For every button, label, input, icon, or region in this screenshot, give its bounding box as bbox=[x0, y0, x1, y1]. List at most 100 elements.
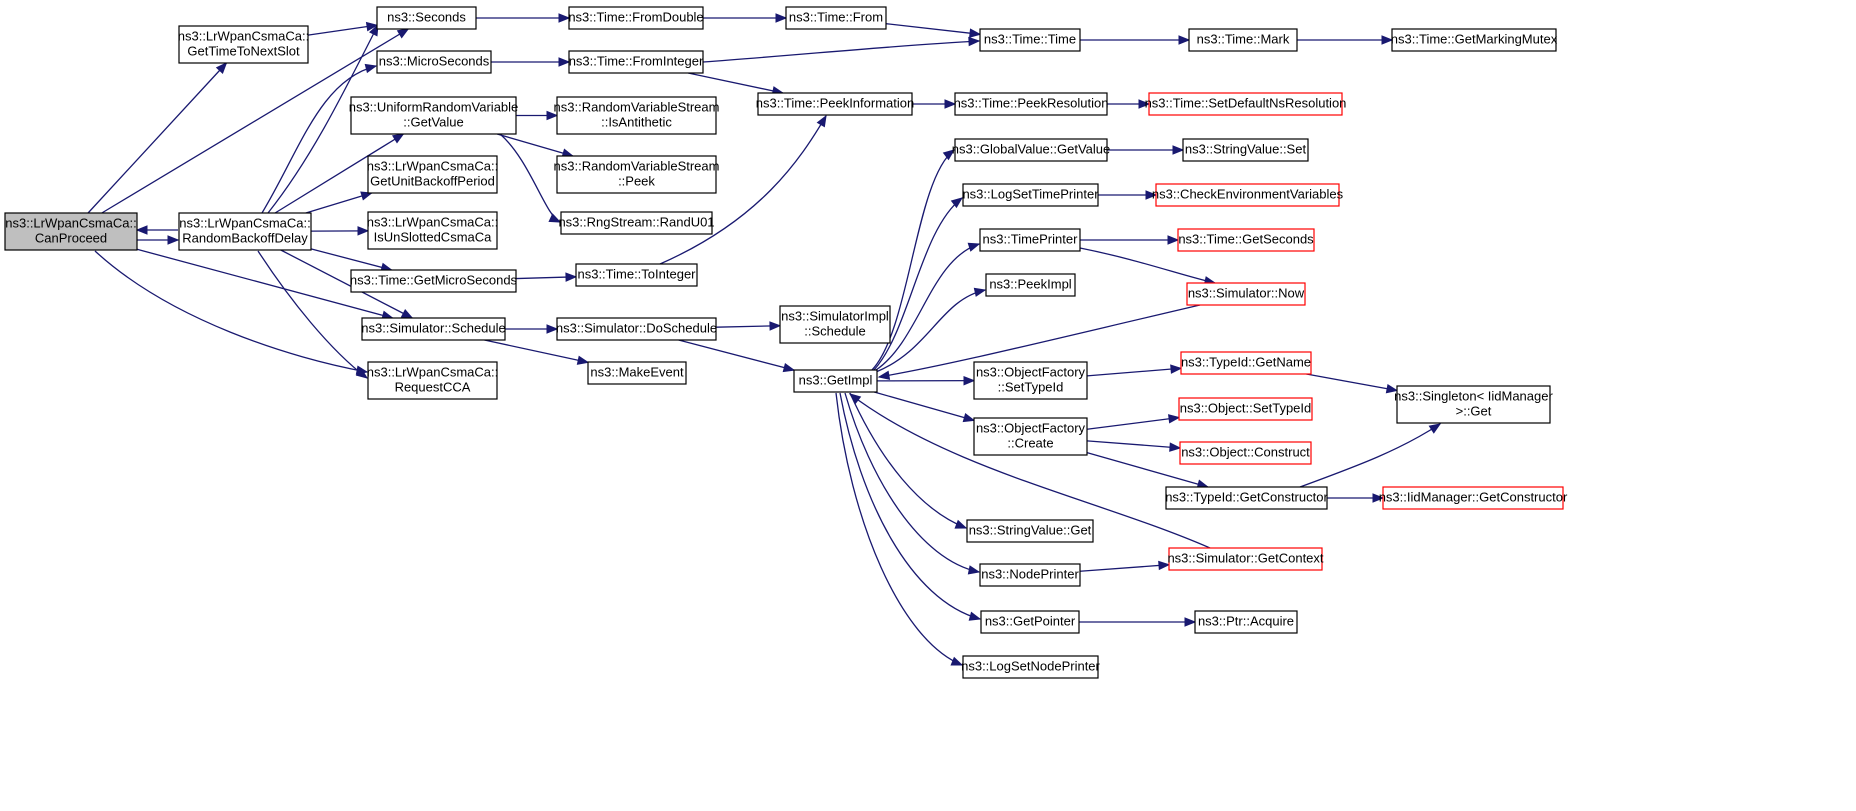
node-logsettimeprinter[interactable]: ns3::LogSetTimePrinter bbox=[962, 183, 1099, 207]
node-label: ns3::Ptr::Acquire bbox=[1198, 614, 1294, 629]
node-peekresolution[interactable]: ns3::Time::PeekResolution bbox=[954, 92, 1109, 116]
node-requestcca[interactable]: ns3::LrWpanCsmaCa::RequestCCA bbox=[367, 361, 499, 400]
node-stringvalueget[interactable]: ns3::StringValue::Get bbox=[966, 519, 1094, 543]
node-stringvalueset[interactable]: ns3::StringValue::Set bbox=[1182, 138, 1309, 162]
node-label: ns3::Simulator::GetContext bbox=[1167, 551, 1323, 566]
node-getmarkingmutex[interactable]: ns3::Time::GetMarkingMutex bbox=[1391, 28, 1558, 52]
node-box bbox=[962, 183, 1099, 207]
node-label: ns3::LrWpanCsmaCa:: bbox=[367, 159, 499, 174]
node-doschedule[interactable]: ns3::Simulator::DoSchedule bbox=[556, 317, 717, 341]
node-urvgetvalue[interactable]: ns3::UniformRandomVariable::GetValue bbox=[349, 96, 519, 135]
node-getseconds[interactable]: ns3::Time::GetSeconds bbox=[1177, 228, 1315, 252]
arrowhead-icon bbox=[967, 242, 981, 252]
node-ofsettypeid[interactable]: ns3::ObjectFactory::SetTypeId bbox=[973, 361, 1088, 400]
arrowhead-icon bbox=[1138, 99, 1151, 109]
node-simimplschedule[interactable]: ns3::SimulatorImpl::Schedule bbox=[779, 305, 891, 344]
node-timeprinter[interactable]: ns3::TimePrinter bbox=[979, 228, 1081, 252]
node-timetime[interactable]: ns3::Time::Time bbox=[979, 28, 1081, 52]
node-isantithetic[interactable]: ns3::RandomVariableStream::IsAntithetic bbox=[554, 96, 720, 135]
node-objsettypeid[interactable]: ns3::Object::SetTypeId bbox=[1178, 397, 1313, 421]
node-singletonget[interactable]: ns3::Singleton< IidManager>::Get bbox=[1394, 385, 1553, 424]
edge-canproceed-to-randombackoffdelay bbox=[137, 235, 180, 245]
node-label: ns3::Time::GetMicroSeconds bbox=[350, 273, 518, 288]
arrowhead-icon bbox=[391, 133, 405, 144]
node-box bbox=[350, 96, 517, 135]
arrowhead-icon bbox=[215, 62, 228, 74]
edge-randombackoffdelay-to-canproceed bbox=[135, 225, 178, 235]
node-microseconds[interactable]: ns3::MicroSeconds bbox=[376, 50, 492, 74]
node-frominteger[interactable]: ns3::Time::FromInteger bbox=[568, 50, 704, 74]
edge-randombackoffdelay-to-getmicroseconds bbox=[310, 248, 393, 272]
node-box bbox=[367, 155, 498, 194]
node-makeevent[interactable]: ns3::MakeEvent bbox=[587, 361, 687, 385]
node-label: ns3::GetImpl bbox=[799, 373, 873, 388]
node-objconstruct[interactable]: ns3::Object::Construct bbox=[1179, 441, 1312, 465]
node-seconds[interactable]: ns3::Seconds bbox=[376, 6, 477, 30]
node-timemark[interactable]: ns3::Time::Mark bbox=[1188, 28, 1298, 52]
node-gettimetonextslot[interactable]: ns3::LrWpanCsmaCa::GetTimeToNextSlot bbox=[178, 25, 310, 64]
node-rvspeek[interactable]: ns3::RandomVariableStream::Peek bbox=[554, 155, 720, 194]
node-label: ns3::LogSetNodePrinter bbox=[961, 659, 1100, 674]
node-box bbox=[1177, 228, 1315, 252]
node-setdefaultns[interactable]: ns3::Time::SetDefaultNsResolution bbox=[1145, 92, 1347, 116]
node-globalgetvalue[interactable]: ns3::GlobalValue::GetValue bbox=[952, 138, 1111, 162]
node-timefrom[interactable]: ns3::Time::From bbox=[785, 6, 887, 30]
node-box bbox=[1179, 441, 1312, 465]
node-label: ns3::LrWpanCsmaCa:: bbox=[367, 215, 499, 230]
arrowhead-icon bbox=[950, 656, 964, 666]
arrowhead-icon bbox=[967, 565, 981, 575]
node-tointeger[interactable]: ns3::Time::ToInteger bbox=[575, 263, 698, 287]
node-canproceed[interactable]: ns3::LrWpanCsmaCa::CanProceed bbox=[4, 212, 138, 251]
node-isunslotted[interactable]: ns3::LrWpanCsmaCa::IsUnSlottedCsmaCa bbox=[367, 211, 499, 250]
arrowhead-icon bbox=[1167, 235, 1180, 245]
arrowhead-icon bbox=[548, 213, 562, 223]
node-randu01[interactable]: ns3::RngStream::RandU01 bbox=[558, 211, 715, 235]
node-ofcreate[interactable]: ns3::ObjectFactory::Create bbox=[973, 417, 1088, 456]
edge-timemark-to-getmarkingmutex bbox=[1297, 35, 1394, 45]
edge-simulatorschedule-to-makeevent bbox=[484, 339, 590, 365]
node-fromdouble[interactable]: ns3::Time::FromDouble bbox=[568, 6, 704, 30]
node-nodeprinter[interactable]: ns3::NodePrinter bbox=[979, 563, 1081, 587]
edge-typeidgetname-to-singletonget bbox=[1306, 373, 1399, 394]
node-peekinformation[interactable]: ns3::Time::PeekInformation bbox=[756, 92, 914, 116]
node-typeidgetctor[interactable]: ns3::TypeId::GetConstructor bbox=[1165, 486, 1328, 510]
arrowhead-icon bbox=[1145, 190, 1158, 200]
node-getimpl[interactable]: ns3::GetImpl bbox=[793, 369, 878, 393]
node-logsetnodeprinter[interactable]: ns3::LogSetNodePrinter bbox=[961, 655, 1101, 679]
node-ptracquire[interactable]: ns3::Ptr::Acquire bbox=[1194, 610, 1298, 634]
node-getpointer[interactable]: ns3::GetPointer bbox=[980, 610, 1080, 634]
edge-randombackoffdelay-to-seconds bbox=[267, 23, 379, 214]
arrowhead-icon bbox=[357, 226, 370, 236]
node-getunitbackoff[interactable]: ns3::LrWpanCsmaCa::GetUnitBackoffPeriod bbox=[367, 155, 499, 194]
node-box bbox=[973, 361, 1088, 400]
node-label: CanProceed bbox=[35, 231, 107, 246]
node-getmicroseconds[interactable]: ns3::Time::GetMicroSeconds bbox=[350, 269, 518, 293]
node-iidgetctor[interactable]: ns3::IidManager::GetConstructor bbox=[1379, 486, 1568, 510]
edge-canproceed-to-seconds bbox=[101, 28, 410, 214]
node-label: ns3::LrWpanCsmaCa:: bbox=[5, 216, 137, 231]
node-box bbox=[178, 25, 309, 64]
node-box bbox=[556, 96, 717, 135]
node-label: ns3::Time::PeekResolution bbox=[954, 96, 1109, 111]
edge-ofsettypeid-to-typeidgetname bbox=[1086, 364, 1183, 377]
node-checkenv[interactable]: ns3::CheckEnvironmentVariables bbox=[1152, 183, 1344, 207]
node-peekimpl[interactable]: ns3::PeekImpl bbox=[985, 273, 1076, 297]
node-label: ::SetTypeId bbox=[998, 380, 1064, 395]
node-label: ns3::ObjectFactory bbox=[976, 421, 1086, 436]
node-label: RandomBackoffDelay bbox=[182, 231, 308, 246]
node-label: ns3::IidManager::GetConstructor bbox=[1379, 490, 1568, 505]
node-simnow[interactable]: ns3::Simulator::Now bbox=[1186, 282, 1306, 306]
arrowhead-icon bbox=[954, 519, 968, 529]
node-box bbox=[985, 273, 1076, 297]
node-simulatorschedule[interactable]: ns3::Simulator::Schedule bbox=[361, 317, 506, 341]
node-label: ns3::Time::Time bbox=[984, 32, 1076, 47]
node-box bbox=[757, 92, 913, 116]
node-typeidgetname[interactable]: ns3::TypeId::GetName bbox=[1180, 351, 1312, 375]
arrowhead-icon bbox=[968, 36, 981, 47]
node-label: RequestCCA bbox=[395, 380, 471, 395]
node-randombackoffdelay[interactable]: ns3::LrWpanCsmaCa::RandomBackoffDelay bbox=[178, 212, 312, 251]
node-box bbox=[1155, 183, 1340, 207]
node-label: ns3::SimulatorImpl bbox=[781, 309, 889, 324]
node-simgetcontext[interactable]: ns3::Simulator::GetContext bbox=[1167, 547, 1324, 571]
arrowhead-icon bbox=[565, 272, 578, 282]
